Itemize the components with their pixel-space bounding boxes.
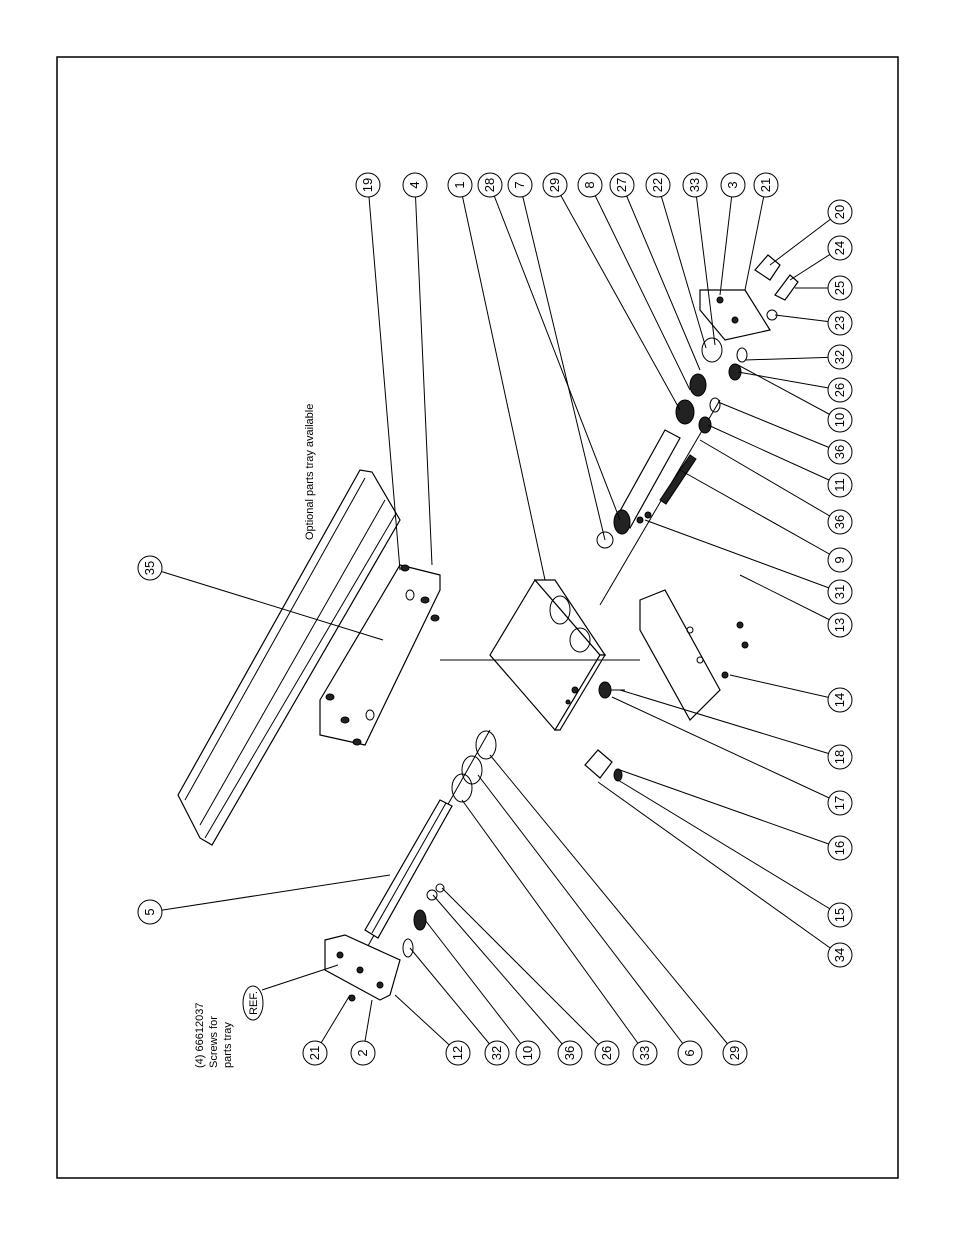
callout-number-9: 9 bbox=[832, 556, 847, 563]
leader-line-29 bbox=[555, 185, 680, 410]
leader-line-12 bbox=[395, 995, 458, 1053]
leader-line-33 bbox=[462, 800, 645, 1053]
right-bracket bbox=[700, 290, 770, 340]
callout-number-21: 21 bbox=[758, 178, 773, 192]
leader-line-17 bbox=[612, 697, 840, 803]
callout-number-33: 33 bbox=[637, 1046, 652, 1060]
leader-line-20 bbox=[770, 212, 840, 265]
screws-note-line-1: (4) 66612037 bbox=[194, 1003, 206, 1068]
screws-note-line-3: parts tray bbox=[222, 1022, 234, 1068]
callout-number-32: 32 bbox=[489, 1046, 504, 1060]
callout-number-36: 36 bbox=[832, 445, 847, 459]
bottom-plate bbox=[640, 590, 748, 720]
callout-number-16: 16 bbox=[832, 841, 847, 855]
leader-line-27 bbox=[622, 185, 700, 370]
callout-number-15: 15 bbox=[832, 908, 847, 922]
callout-number-36: 36 bbox=[562, 1046, 577, 1060]
callout-number-5: 5 bbox=[142, 908, 157, 915]
leader-line-6 bbox=[478, 775, 690, 1053]
callout-number-22: 22 bbox=[650, 178, 665, 192]
leader-line-36 bbox=[718, 402, 840, 452]
callout-number-33: 33 bbox=[687, 178, 702, 192]
callout-number-10: 10 bbox=[832, 413, 847, 427]
leader-line-3 bbox=[720, 185, 733, 295]
callout-number-20: 20 bbox=[832, 205, 847, 219]
leader-line-34 bbox=[598, 782, 840, 955]
callout-number-29: 29 bbox=[727, 1046, 742, 1060]
callout-number-26: 26 bbox=[832, 383, 847, 397]
leader-line-32 bbox=[410, 948, 497, 1053]
callout-number-24: 24 bbox=[832, 241, 847, 255]
callout-number-13: 13 bbox=[832, 618, 847, 632]
callout-number-14: 14 bbox=[832, 693, 847, 707]
callout-number-10: 10 bbox=[520, 1046, 535, 1060]
tray-note: Optional parts tray available bbox=[304, 404, 316, 540]
callout-number-29: 29 bbox=[547, 178, 562, 192]
callout-number-17: 17 bbox=[832, 796, 847, 810]
callout-number-4: 4 bbox=[407, 181, 422, 188]
callout-number-3: 3 bbox=[725, 181, 740, 188]
leader-line-26 bbox=[442, 888, 607, 1053]
callout-number-6: 6 bbox=[682, 1049, 697, 1056]
leader-line-8 bbox=[590, 185, 690, 390]
leader-line-14 bbox=[730, 675, 840, 700]
callout-number-7: 7 bbox=[512, 181, 527, 188]
leader-line-16 bbox=[620, 770, 840, 848]
left-rod bbox=[365, 800, 452, 938]
callout-number-21: 21 bbox=[307, 1046, 322, 1060]
callout-number-1: 1 bbox=[452, 181, 467, 188]
ref-label: REF. bbox=[248, 991, 260, 1015]
callout-number-34: 34 bbox=[832, 948, 847, 962]
leader-line-5 bbox=[150, 875, 390, 912]
leader-line-7 bbox=[520, 185, 605, 540]
leader-line-36 bbox=[433, 895, 570, 1053]
callout-number-26: 26 bbox=[599, 1046, 614, 1060]
callout-number-31: 31 bbox=[832, 585, 847, 599]
leader-line-9 bbox=[680, 470, 840, 560]
leader-line-10 bbox=[738, 365, 840, 420]
main-block bbox=[490, 580, 605, 730]
callout-number-2: 2 bbox=[355, 1049, 370, 1056]
right-cylinder bbox=[614, 430, 680, 534]
leader-line-28 bbox=[490, 185, 620, 520]
callout-number-12: 12 bbox=[450, 1046, 465, 1060]
left-bracket bbox=[325, 935, 400, 1001]
leader-line-4 bbox=[415, 185, 432, 565]
callout-number-11: 11 bbox=[832, 478, 847, 492]
leader-line-31 bbox=[645, 520, 840, 592]
callout-number-32: 32 bbox=[832, 350, 847, 364]
callout-number-23: 23 bbox=[832, 316, 847, 330]
drawing-border bbox=[57, 57, 898, 1178]
callout-number-19: 19 bbox=[360, 178, 375, 192]
callout-number-27: 27 bbox=[614, 178, 629, 192]
callout-number-36: 36 bbox=[832, 515, 847, 529]
screws-note-line-2: Screws for bbox=[208, 1016, 220, 1068]
leader-line-32 bbox=[745, 357, 840, 360]
callout-number-8: 8 bbox=[582, 181, 597, 188]
callout-number-35: 35 bbox=[142, 561, 157, 575]
callout-number-18: 18 bbox=[832, 750, 847, 764]
leader-line-13 bbox=[740, 575, 840, 625]
leader-line-1 bbox=[460, 185, 545, 580]
leader-line-36 bbox=[700, 440, 840, 522]
leader-line-18 bbox=[620, 690, 840, 757]
leader-line-22 bbox=[658, 185, 706, 348]
leader-line-26 bbox=[738, 372, 840, 390]
callout-number-25: 25 bbox=[832, 281, 847, 295]
leader-line-15 bbox=[618, 780, 840, 915]
leader-line-11 bbox=[708, 425, 840, 485]
callout-number-28: 28 bbox=[482, 178, 497, 192]
